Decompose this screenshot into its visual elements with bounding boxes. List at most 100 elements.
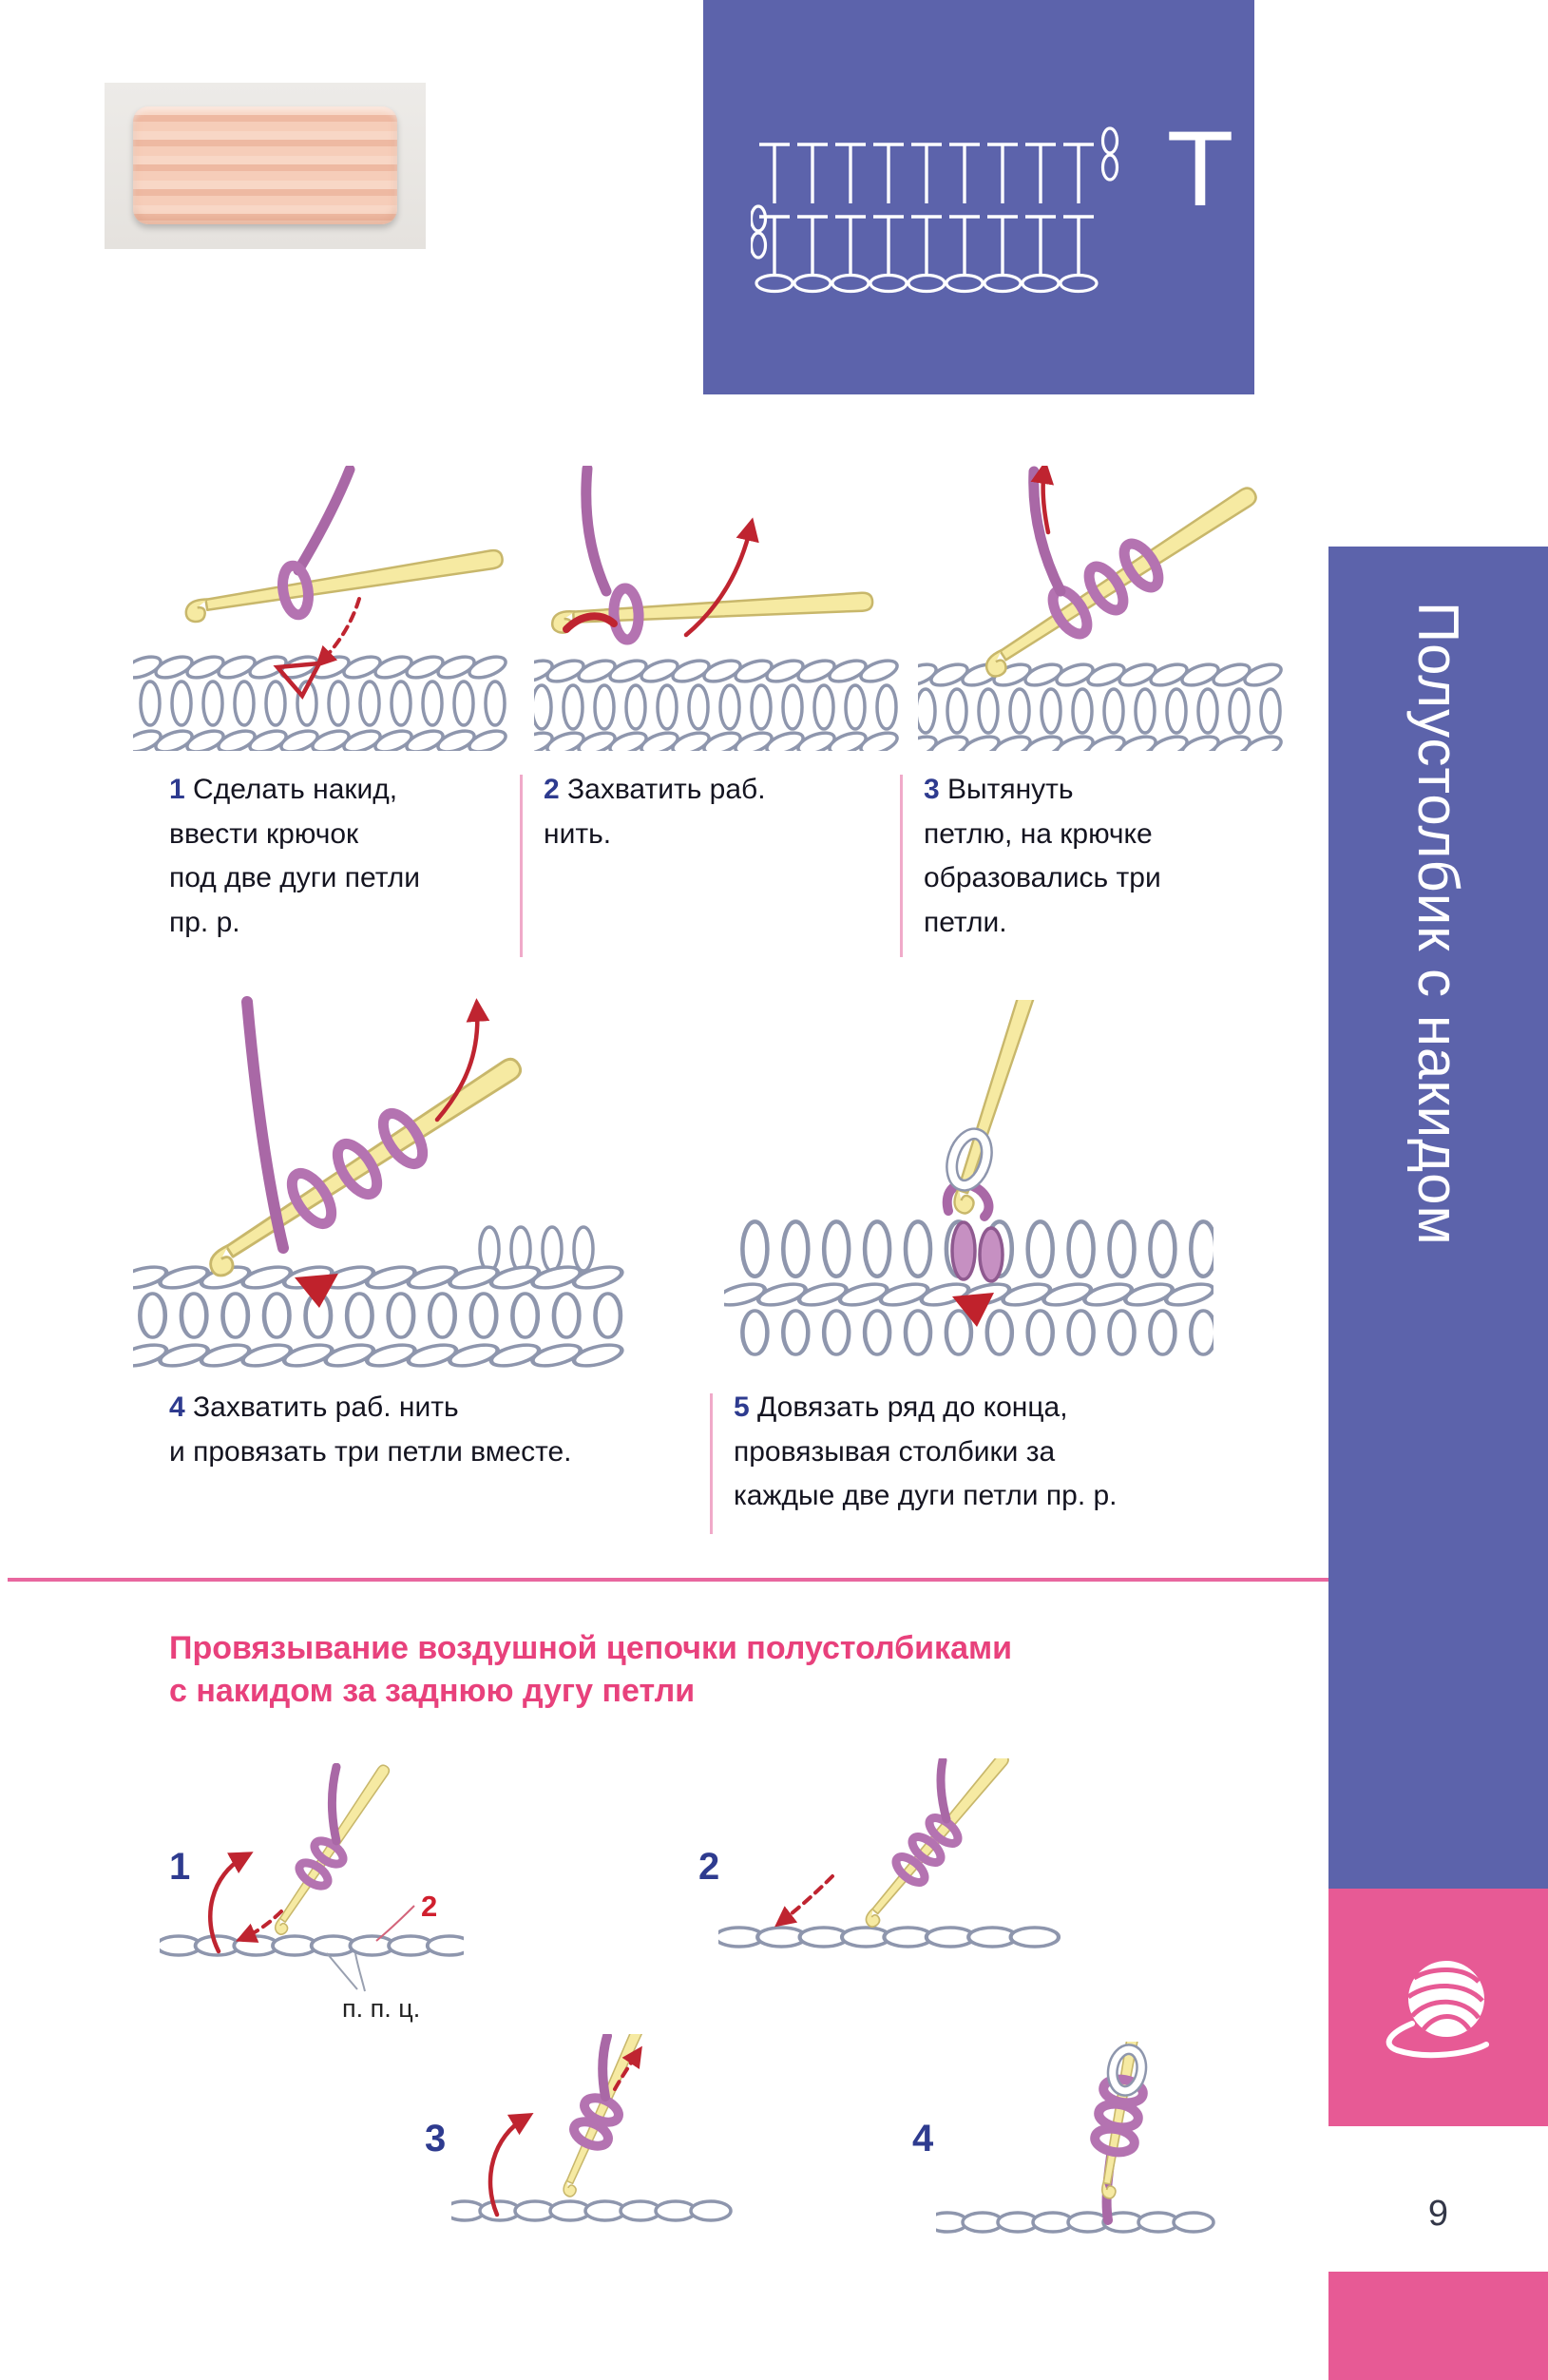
step-2-text: Захватить раб. нить.: [544, 774, 766, 850]
crochet-hook-icon: [550, 590, 875, 635]
label-pointer-2: [354, 1952, 366, 1992]
insert-arrow: [487, 2112, 534, 2217]
loop-on-hook-3: [1118, 538, 1164, 593]
swatch-photo: [105, 83, 426, 249]
yarn-over-loop: [608, 583, 644, 645]
loop-on-hook-1: [569, 2117, 613, 2151]
pull-direction-arrow: [683, 517, 759, 638]
loop-on-hook-2: [1083, 561, 1129, 616]
turning-chain-symbols: [751, 126, 1119, 259]
insertion-highlight: [273, 661, 323, 700]
caption-divider-2: [900, 775, 903, 957]
step-1-number: 1: [169, 774, 185, 805]
loop-on-hook-3: [377, 1108, 429, 1169]
hdc-symbol-row-1: [757, 215, 1096, 278]
substep-1-illustration: [160, 1763, 464, 1992]
substep-2-illustration: [718, 1758, 1061, 1977]
step-4-text: Захватить раб. нить и провязать три петл…: [169, 1392, 572, 1468]
sidebar-title: Полустолбик с накидом: [1406, 602, 1470, 1246]
step-1-illustration: [133, 466, 513, 751]
step-3-number: 3: [924, 774, 940, 805]
pull-direction-arrow: [1030, 466, 1055, 535]
step-2-caption: 2 Захватить раб. нить.: [544, 768, 857, 856]
step-4-caption: 4 Захватить раб. нить и провязать три пе…: [169, 1386, 625, 1474]
loop-on-hook-3: [925, 1814, 963, 1848]
yarn-strand: [581, 466, 612, 597]
sidebar: Полустолбик с накидом: [1328, 547, 1548, 1889]
sidebar-pink-block: [1328, 1889, 1548, 2126]
substep-4-number: 4: [912, 2118, 934, 2159]
chain-abbreviation-label: п. п. ц.: [342, 1994, 421, 2023]
yarn-strand: [328, 1763, 341, 1846]
finished-posts: [478, 1225, 595, 1273]
section-divider: [8, 1578, 1328, 1582]
step-5-number: 5: [734, 1392, 750, 1423]
back-loop-arrow: [235, 1910, 283, 1943]
top-loop: [1109, 2045, 1145, 2095]
section-heading: Провязывание воздушной цепочки полустолб…: [169, 1630, 1013, 1709]
step-3-text: Вытянуть петлю, на крючке образовались т…: [924, 774, 1161, 938]
grabbed-yarn-highlight: [563, 612, 618, 633]
crochet-swatch-image: [133, 106, 397, 224]
insert-direction-arrow: [315, 597, 361, 668]
loop-on-hook-2: [908, 1833, 946, 1867]
base-highlight: [952, 1293, 994, 1327]
stitch-fabric: [918, 661, 1284, 751]
yarn-ball-icon: [1386, 1961, 1489, 2059]
chain-row: [936, 2213, 1214, 2232]
stitch-fabric: [133, 653, 508, 751]
hdc-symbol-icon: T: [1169, 112, 1232, 229]
substep-3-number: 3: [425, 2118, 447, 2159]
insert-direction-arrow: [774, 1874, 834, 1928]
chain-symbols: [755, 273, 1099, 294]
yarn-strand: [1028, 466, 1066, 597]
loop-on-hook-3: [1099, 2074, 1148, 2108]
yarn-strand: [293, 466, 355, 576]
hdc-symbol-row-2: [757, 143, 1096, 205]
substep-2-number: 2: [698, 1846, 720, 1888]
yarn-over-loop: [277, 560, 314, 621]
yarn-over-arrow: [613, 2045, 642, 2091]
page-number: 9: [1427, 2194, 1449, 2234]
pull-direction-arrow: [434, 998, 490, 1123]
sidebar-pink-bottom: [1328, 2272, 1548, 2380]
substep-3-illustration: [451, 2034, 736, 2248]
loop-on-hook-2: [332, 1139, 383, 1200]
caption-divider-1: [520, 775, 523, 957]
crochet-hook-icon: [182, 547, 506, 624]
caption-divider-3: [710, 1393, 713, 1534]
yarn-strand: [241, 996, 289, 1254]
insert-arrow: [208, 1852, 254, 1954]
yarn-strand: [936, 1758, 951, 1824]
loop-on-hook-1: [891, 1852, 929, 1887]
chain-row: [160, 1936, 464, 1955]
worked-stitch-post-2: [978, 1226, 1004, 1283]
step-5-caption: 5 Довязать ряд до конца, провязывая стол…: [734, 1386, 1218, 1519]
substep-1-number: 1: [169, 1846, 191, 1888]
chain-row: [718, 1928, 1059, 1947]
step-5-text: Довязать ряд до конца, провязывая столби…: [734, 1392, 1118, 1511]
loop-on-hook-1: [295, 1858, 333, 1891]
label-pointer-1: [326, 1952, 358, 1990]
stitch-fabric: [534, 657, 900, 751]
step-3-caption: 3 Вытянуть петлю, на крючке образовались…: [924, 768, 1247, 945]
loop-on-hook-1: [286, 1168, 337, 1229]
step-5-illustration: [724, 1000, 1214, 1371]
loop-on-hook-2: [310, 1836, 348, 1869]
step-2-number: 2: [544, 774, 560, 805]
step-1-text: Сделать накид, ввести крючок под две дуг…: [169, 774, 421, 938]
step-4-illustration: [133, 996, 632, 1376]
worked-stitch-post-1: [950, 1220, 977, 1281]
chart-box: T: [703, 0, 1254, 394]
crochet-chart-diagram: [751, 126, 1119, 294]
label-pointer-red: [375, 1905, 415, 1942]
substep-4-illustration: [936, 2042, 1221, 2255]
step-4-number: 4: [169, 1392, 185, 1423]
yarn-strand: [598, 2034, 612, 2102]
insertion-highlight: [295, 1274, 338, 1308]
loop-on-hook: [947, 1129, 991, 1190]
step-3-illustration: [918, 466, 1284, 751]
stitch-fabric: [133, 1263, 625, 1371]
step-2-illustration: [534, 466, 900, 751]
